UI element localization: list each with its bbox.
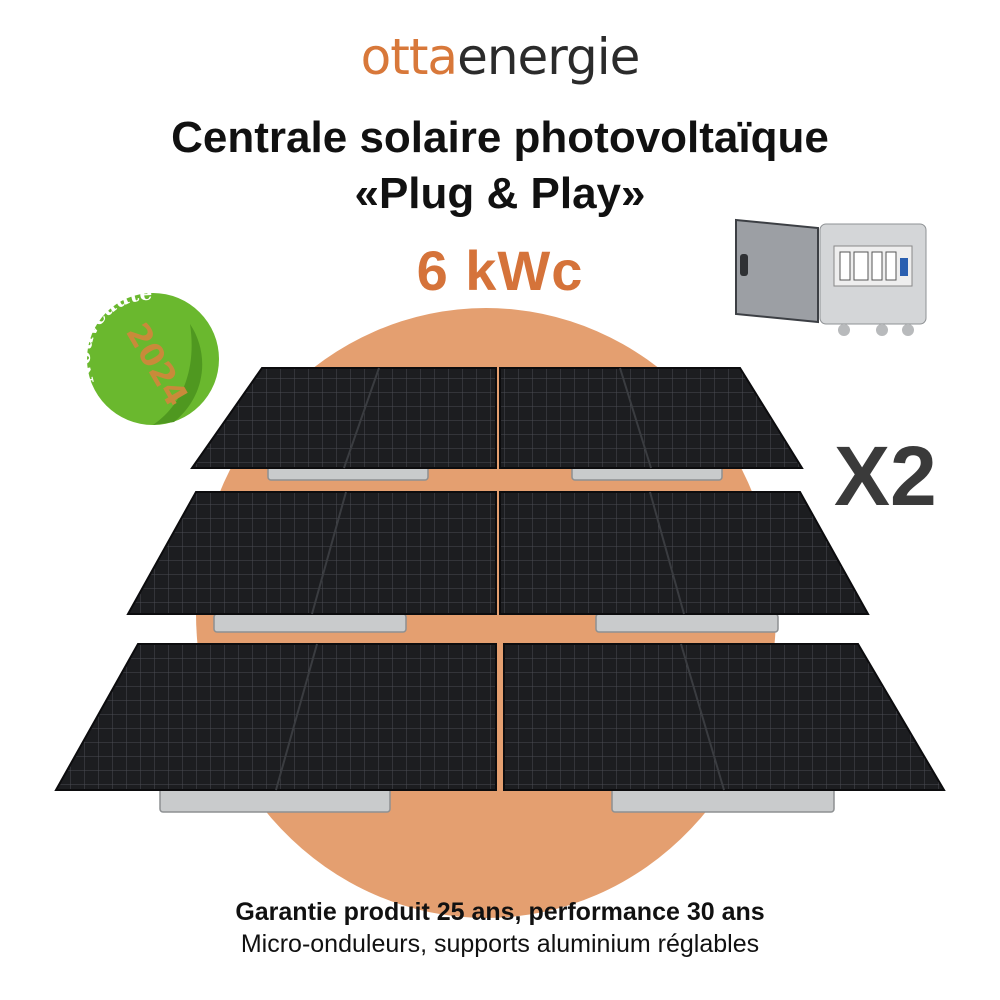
product-title: Centrale solaire photovoltaïque «Plug & … <box>0 110 1000 222</box>
brand-logo: ottaenergie <box>0 28 1000 86</box>
brand-logo-part2: energie <box>457 28 640 86</box>
brand-logo-part1: otta <box>360 28 458 86</box>
electrical-box-image <box>735 218 927 336</box>
features-text: Micro-onduleurs, supports aluminium régl… <box>240 930 760 958</box>
new-2024-badge-icon: Nouveauté 2024 <box>78 284 219 425</box>
title-line-2: «Plug & Play» <box>354 169 646 218</box>
panel-row-bottom <box>54 643 946 791</box>
panel-row-middle <box>126 491 870 615</box>
power-rating: 6 kWc <box>416 239 584 302</box>
warranty-text: Garantie produit 25 ans, performance 30 … <box>235 898 765 926</box>
title-line-1: Centrale solaire photovoltaïque <box>171 113 829 162</box>
multiplier-label: X2 <box>834 429 937 523</box>
panel-row-top <box>190 367 804 469</box>
